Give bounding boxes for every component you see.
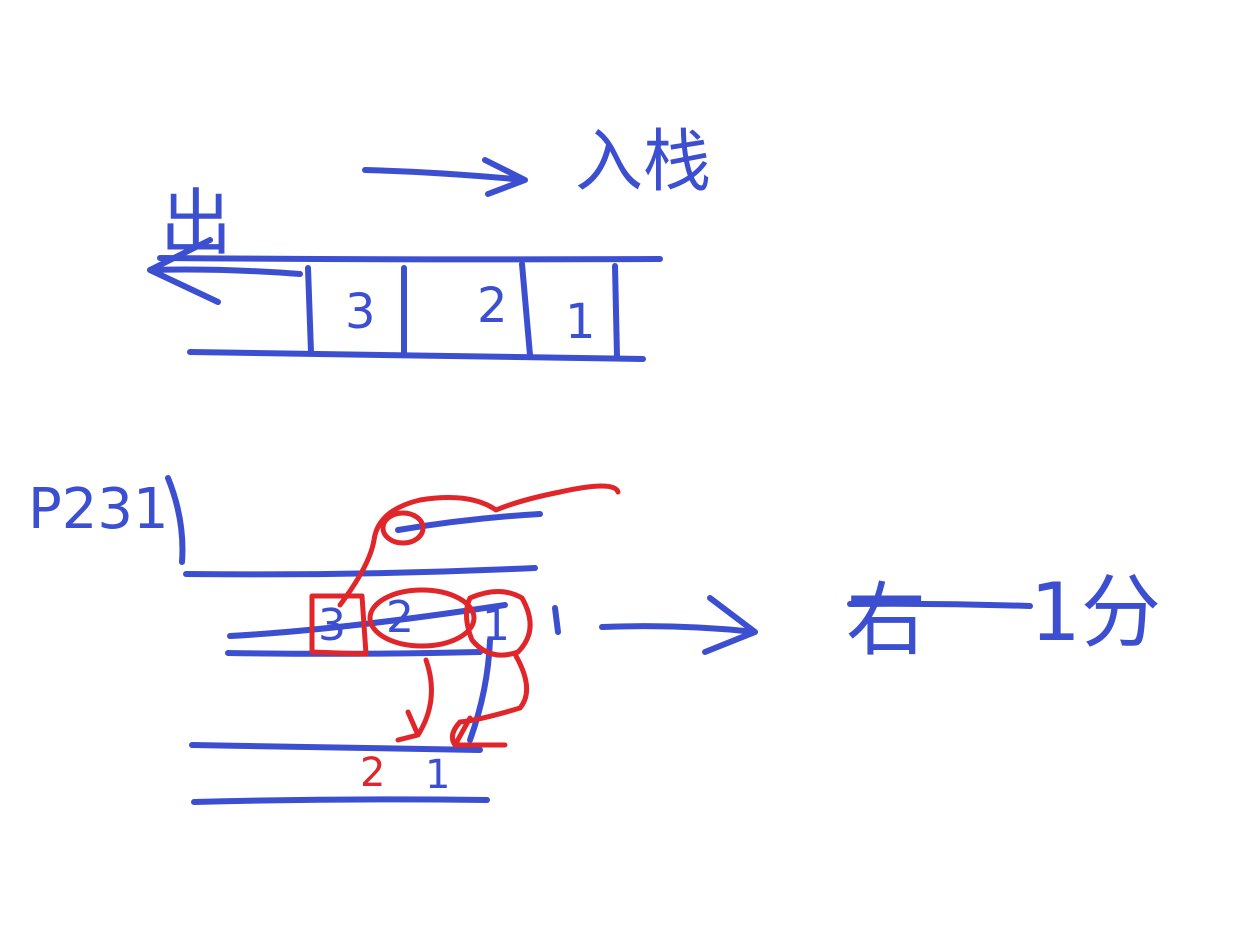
red-box-around-3 (309, 593, 369, 657)
top-stack-cell-3: 1 (565, 294, 596, 350)
bottom-result-line (847, 600, 1033, 609)
top-stack-bottom-rail (187, 349, 646, 362)
top-stack-exit-arrow (147, 237, 303, 305)
bottom-lower-rail-bottom (191, 796, 490, 805)
bottom-lower-cell-1: 2 (360, 750, 385, 796)
bottom-upper-top-line (395, 511, 543, 533)
red-oval-around-2 (367, 587, 477, 649)
red-down-arrow-left (395, 657, 434, 743)
caption-bracket (165, 475, 186, 565)
bottom-stack-cell-3: 1 (482, 600, 510, 651)
bottom-stack-cell-1: 3 (318, 600, 346, 651)
bottom-lower-cell-2: 1 (425, 752, 450, 798)
top-stack-divider (612, 263, 620, 360)
top-stack-divider (305, 265, 314, 355)
bottom-result-arrow (599, 595, 758, 655)
red-top-loop (337, 483, 621, 608)
bottom-upper-mid-line (227, 602, 508, 639)
bottom-result-left-label: 右 (846, 574, 926, 667)
red-down-arrow-right (449, 653, 529, 748)
top-stack-push-arrow (362, 157, 528, 197)
top-stack-left-label: 出 (160, 181, 232, 265)
top-stack-divider (519, 261, 533, 358)
top-stack-right-label: 入栈 (575, 123, 711, 202)
red-small-circle (380, 510, 426, 546)
bottom-stack-diagram: P231 3 2 1 2 1 (28, 475, 1161, 805)
bottom-stack-caption: P231 (28, 477, 169, 542)
bottom-upper-trailing-mark (552, 605, 561, 635)
bottom-lower-rail-top (189, 742, 483, 753)
top-stack-cell-1: 3 (345, 284, 376, 340)
top-stack-top-rail (157, 255, 663, 263)
bottom-stack-cell-2: 2 (386, 592, 414, 643)
bottom-result-right-label: 1分 (1030, 566, 1161, 659)
top-stack-cell-2: 2 (477, 278, 508, 334)
top-stack-diagram: 3 2 1 出 入栈 (147, 123, 711, 362)
red-shape-around-1 (464, 589, 533, 658)
